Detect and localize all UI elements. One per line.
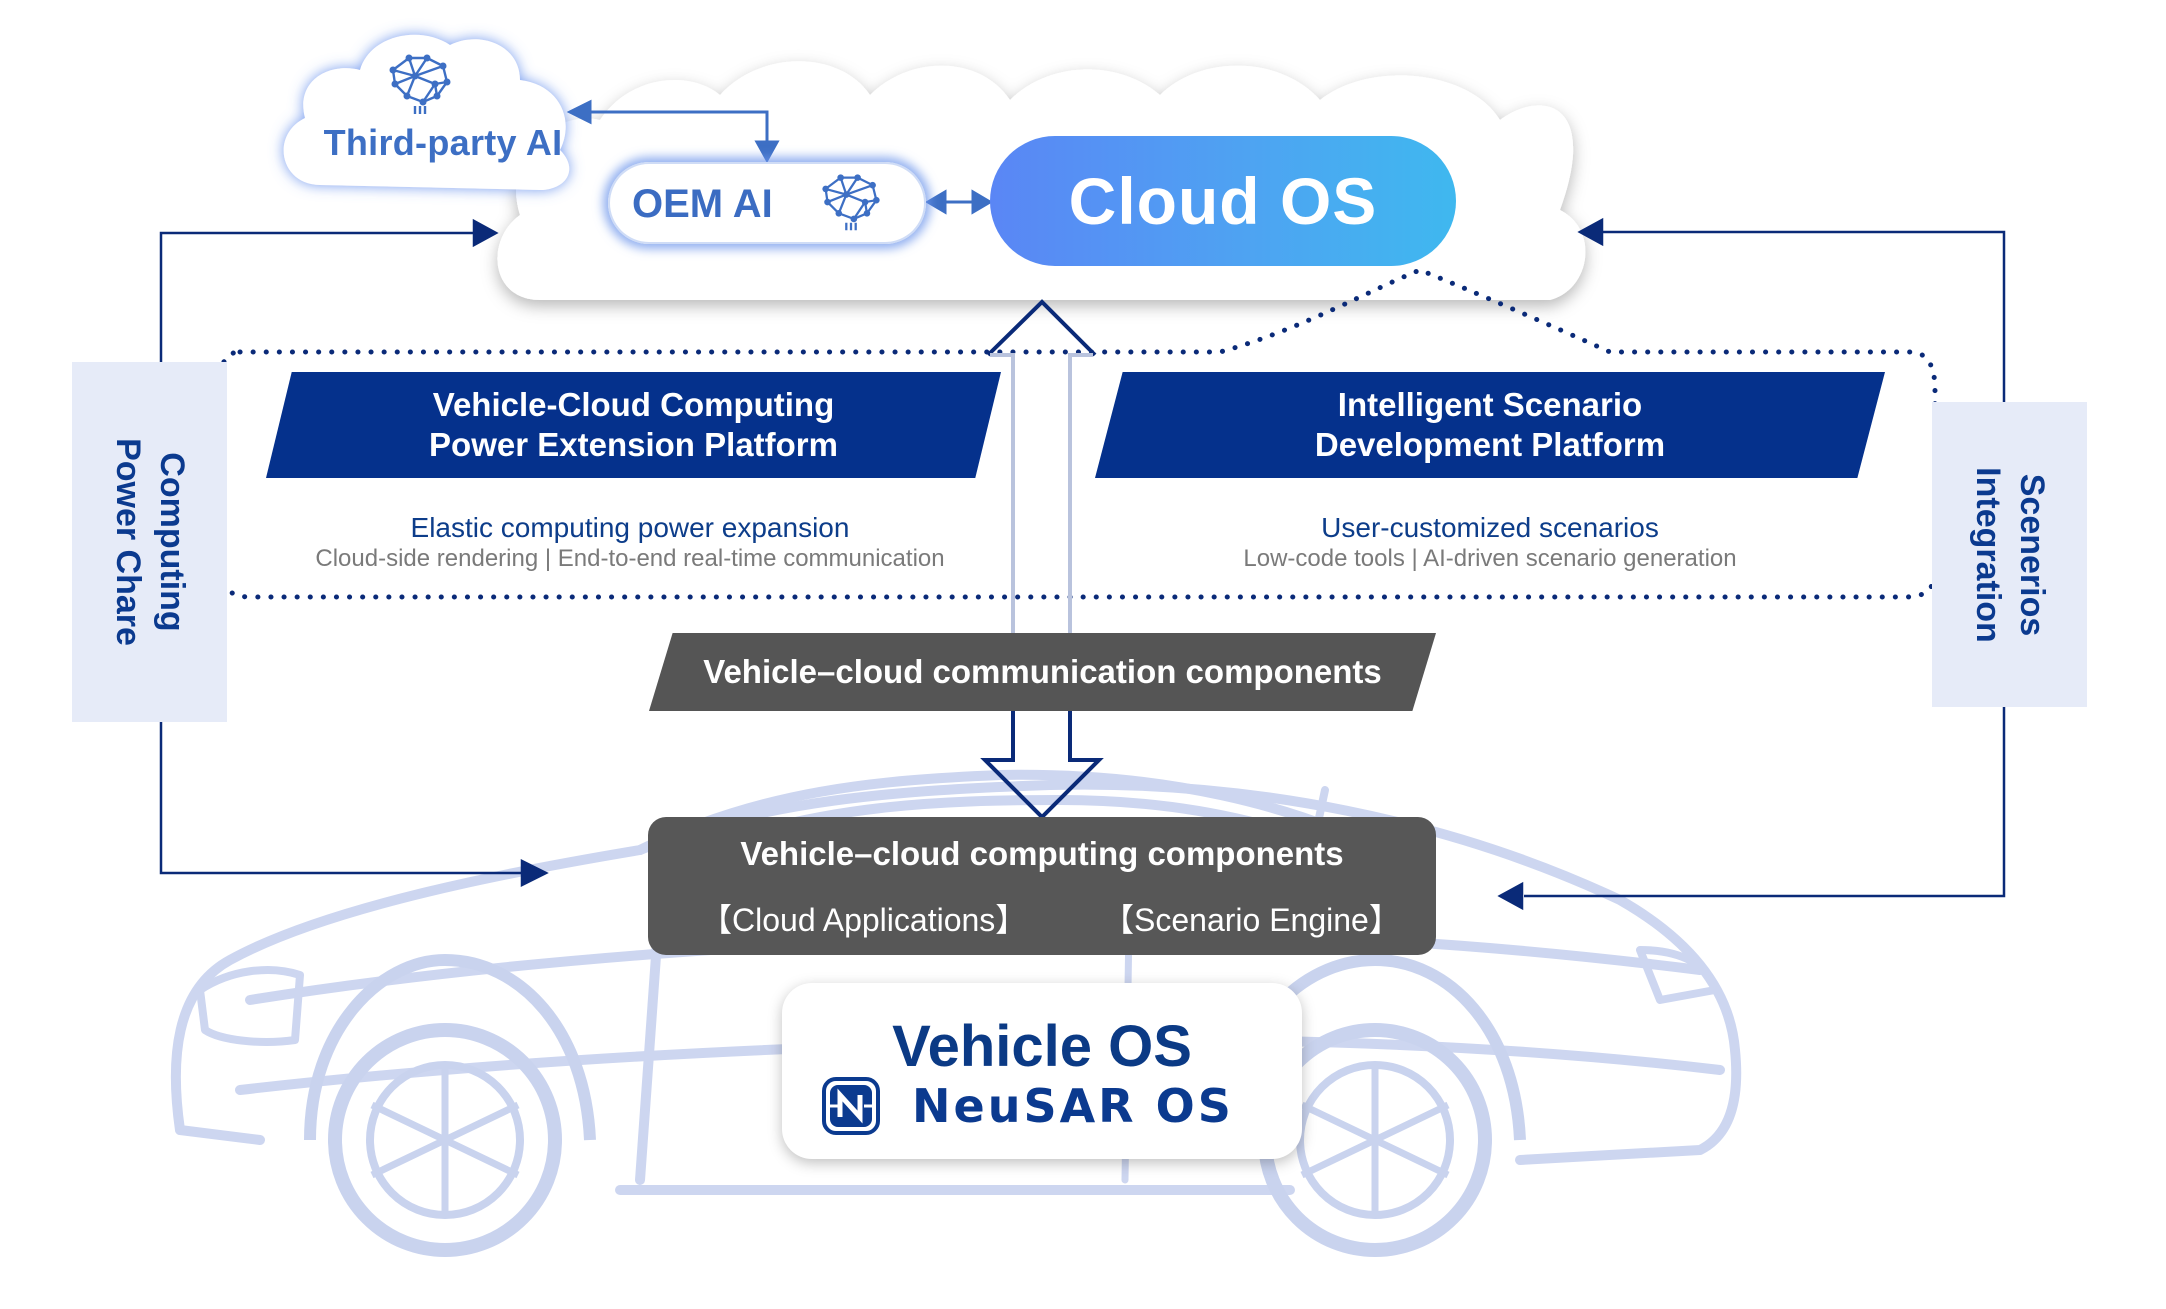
platform-details: Low-code tools | AI-driven scenario gene… [1243, 545, 1737, 572]
neusar-os-brand: NeuSAR OS [912, 1079, 1234, 1133]
computing-power-share-box: Computing Power Chare [72, 362, 227, 722]
communication-components-bar: Vehicle–cloud communication components [649, 633, 1436, 711]
computing-components-title: Vehicle–cloud computing components [740, 835, 1344, 872]
platform-subtitle: Elastic computing power expansion [410, 512, 850, 543]
vehicle-os-title: Vehicle OS [892, 1014, 1192, 1079]
brain-network-icon [822, 174, 880, 231]
third-party-cloud-shape [283, 34, 570, 190]
scenario-platform-description: User-customized scenarios Low-code tools… [1100, 512, 1880, 574]
scenario-platform-banner: Intelligent Scenario Development Platfor… [1095, 372, 1885, 478]
computing-components-box: Vehicle–cloud computing components 【Clou… [648, 817, 1436, 955]
cloud-applications-item: 【Cloud Applications】 [700, 902, 1028, 938]
cloud-os-label: Cloud OS [1068, 164, 1378, 238]
scenarios-integration-box: Scenerios Integration [1932, 402, 2087, 707]
oem-ai-node: OEM AI [608, 162, 926, 244]
oem-ai-label: OEM AI [632, 182, 773, 226]
cloud-os-node: Cloud OS [990, 136, 1456, 266]
computing-power-platform-description: Elastic computing power expansion Cloud-… [240, 512, 1020, 574]
vehicle-os-box: Vehicle OS NeuSAR OS [782, 983, 1302, 1159]
platform-details: Cloud-side rendering | End-to-end real-t… [315, 545, 945, 572]
scenarios-integration-label: Scenerios Integration [1968, 466, 2051, 643]
computing-power-platform-banner: Vehicle-Cloud Computing Power Extension … [266, 372, 1001, 478]
third-party-ai-label: Third-party AI [323, 122, 563, 163]
platform-subtitle: User-customized scenarios [1321, 512, 1659, 543]
neusar-logo-icon [822, 1077, 880, 1135]
computing-power-share-label: Computing Power Chare [108, 438, 191, 646]
scenario-engine-item: 【Scenario Engine】 [1102, 902, 1401, 938]
brain-network-icon [389, 54, 451, 114]
